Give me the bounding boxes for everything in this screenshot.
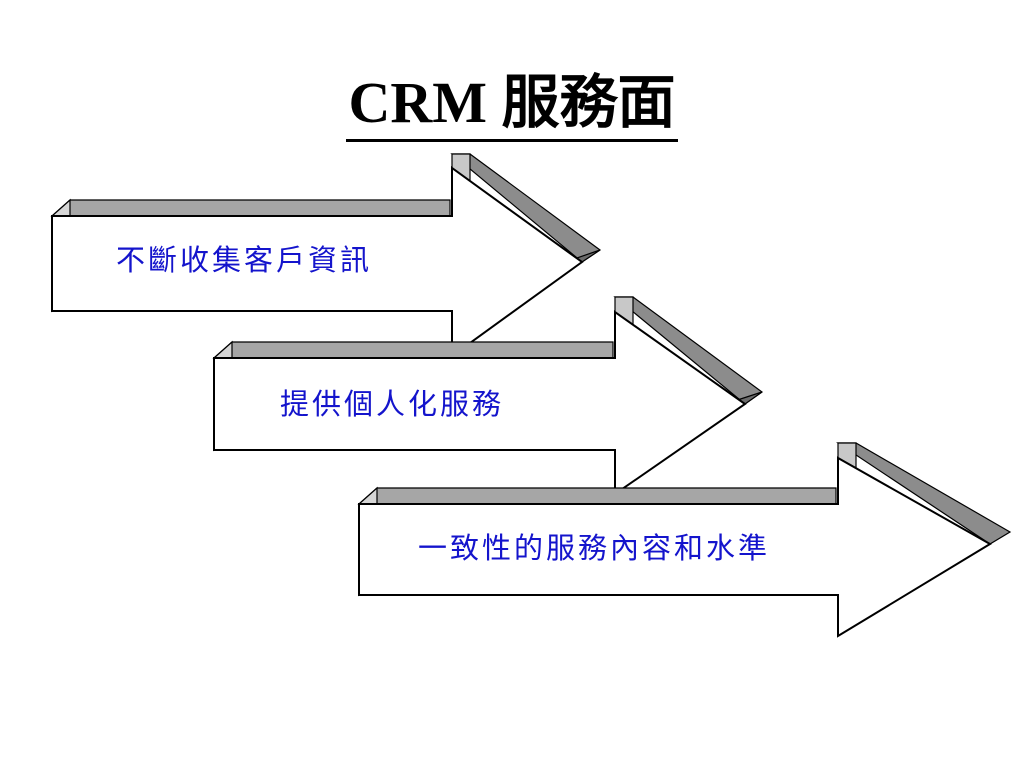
step-label-2: 提供個人化服務 xyxy=(280,387,504,421)
step-label-1: 不斷收集客戶資訊 xyxy=(116,243,372,277)
slide-title: CRM 服務面 xyxy=(0,70,1024,142)
arrow-1-face xyxy=(51,166,584,358)
arrow-3-face xyxy=(358,456,992,638)
step-arrow-1: 不斷收集客戶資訊 xyxy=(50,153,602,358)
step-arrow-3: 一致性的服務內容和水準 xyxy=(357,442,1012,638)
arrow-1-bevel-top xyxy=(50,199,451,217)
arrow-2-bevel-top xyxy=(212,341,614,359)
step-arrow-2: 提供個人化服務 xyxy=(212,296,764,496)
arrow-3-bevel-top xyxy=(357,487,837,505)
step-label-3: 一致性的服務內容和水準 xyxy=(418,531,770,565)
arrow-2-face xyxy=(213,310,747,496)
